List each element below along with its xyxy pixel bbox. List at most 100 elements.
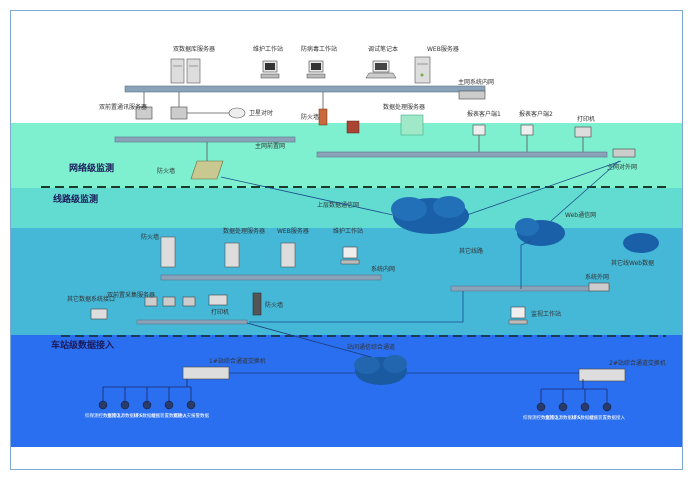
- cloud-web-net-icon: [515, 218, 565, 246]
- label-other-lines: 其它线路: [459, 247, 483, 255]
- link-cloud-to-line: [246, 322, 372, 358]
- label-main-switch: 主网前置网: [255, 142, 285, 150]
- label-line-web-server: WEB服务器: [277, 227, 309, 235]
- web-server-icon: [414, 56, 431, 84]
- zone-line-bg: [11, 188, 682, 228]
- data-proc-top-icon: [346, 114, 424, 136]
- zone-station-bg: [11, 335, 682, 447]
- defense-ws-icon: [306, 60, 326, 79]
- line-firewall-left-icon: [160, 236, 176, 268]
- station-2-bus: [541, 379, 607, 390]
- station-2-device-label: 综保测控数据接入: [523, 414, 559, 421]
- label-switch-2: 2#站综合通道交换机: [609, 359, 666, 367]
- station-1-device-label: 综保测控数据接入: [85, 412, 121, 419]
- label-line-data-proc: 数据处理服务器: [223, 227, 265, 235]
- link-extranet-to-web: [520, 240, 532, 289]
- label-web-server-top: WEB服务器: [427, 45, 459, 53]
- label-line-printer: 打印机: [211, 308, 229, 316]
- label-inter-net: 站间通信综合通道: [347, 343, 395, 351]
- station-2-device-label: UPS数据接入: [572, 414, 599, 421]
- label-data-proc-top: 数据处理服务器: [383, 103, 425, 111]
- label-printer-top: 打印机: [577, 115, 595, 123]
- station-2-device-label: 站控装置数据接入: [589, 414, 625, 421]
- label-test-laptop: 调试笔记本: [368, 45, 398, 53]
- line-intranet-bus: [160, 274, 382, 281]
- label-other-web: 其它线Web数据: [611, 259, 654, 267]
- main-front-bus: [114, 136, 296, 143]
- station-1-device-icon: [120, 400, 130, 410]
- network-diagram: 网络级监测 线路级监测 车站级数据接入 双数据库服务器 维护工作站 防病毒工作站…: [11, 45, 682, 447]
- label-comm-server: 双前置通讯服务器: [99, 103, 147, 111]
- extranet-switch-icon: [612, 148, 636, 158]
- zone-line-lower-bg: [11, 228, 682, 335]
- label-firewall-top: 防火墙: [301, 113, 319, 121]
- station-1-device-icon: [164, 400, 174, 410]
- comm-server-icon: [135, 92, 188, 120]
- station-1-device-label: UPS数据接入: [134, 412, 161, 419]
- label-time-sync: 卫星对时: [249, 109, 273, 117]
- label-other-iface: 其它数据系统接口: [67, 295, 115, 303]
- station-2-device-label: 直流电源数据接入: [545, 414, 581, 421]
- line-firewall-mid-icon: [252, 292, 262, 316]
- label-upper-net: 上层数据通信网: [317, 201, 359, 209]
- station-1-device-icon: [186, 400, 196, 410]
- maint-ws-icon: [260, 60, 280, 79]
- station-1-device-icon: [142, 400, 152, 410]
- line-maint-ws-icon: [340, 246, 360, 265]
- label-web-net: Web通信网: [565, 211, 596, 219]
- monitor-ws-icon: [508, 306, 528, 325]
- station-2-device-icon: [536, 402, 546, 412]
- zone-title-line: 线路级监测: [53, 193, 98, 205]
- station-1-device-label: 消防火灾报警数据: [173, 412, 209, 419]
- link-web-to-extranet: [550, 160, 620, 222]
- laptop-icon: [365, 60, 397, 79]
- label-line-maint-ws: 维护工作站: [333, 227, 363, 235]
- station-1-device-label: 直流电源数据接入: [107, 412, 143, 419]
- label-client-b: 报表客户端2: [519, 110, 553, 118]
- line-data-proc-icon: [224, 242, 240, 268]
- satellite-icon: [187, 107, 246, 119]
- label-sys-extranet: 系统外网: [585, 273, 609, 281]
- other-iface-icon: [90, 308, 108, 320]
- network-bus: [316, 151, 608, 158]
- label-defense-ws: 防病毒工作站: [301, 45, 337, 53]
- label-client-a: 报表客户端1: [467, 110, 501, 118]
- diagram-frame: 网络级监测 线路级监测 车站级数据接入 双数据库服务器 维护工作站 防病毒工作站…: [10, 10, 683, 470]
- link-upper-to-main: [220, 176, 394, 216]
- label-main-extranet: 主网对外网: [607, 163, 637, 171]
- label-sys-intranet: 系统内网: [371, 265, 395, 273]
- station-2-device-icon: [580, 402, 590, 412]
- label-firewall-net: 防火墙: [157, 167, 175, 175]
- firewall-net-icon: [190, 142, 224, 180]
- cloud-inter-station-icon: [354, 355, 407, 385]
- cloud-upper-net-icon: [391, 196, 469, 234]
- zone-title-network: 网络级监测: [69, 162, 114, 174]
- station-2-device-icon: [558, 402, 568, 412]
- station-switch-1-icon: [182, 366, 230, 380]
- station-1-device-icon: [98, 400, 108, 410]
- station-1-device-label: 站控装置数据接入: [151, 412, 187, 419]
- label-dual-front: 双前置采集服务器: [107, 291, 155, 299]
- cloud-other-web-icon: [623, 233, 659, 253]
- sys-extranet-switch-icon: [588, 282, 610, 292]
- printer-top-icon: [574, 126, 592, 153]
- link-upper-to-extranet: [466, 160, 622, 216]
- label-maint-ws-top: 维护工作站: [253, 45, 283, 53]
- station-switch-2-icon: [578, 368, 626, 382]
- dual-front-icon: [144, 296, 196, 307]
- label-firewall-mid: 防火墙: [265, 301, 283, 309]
- line-web-server-icon: [280, 242, 296, 268]
- label-monitor-ws: 监视工作站: [531, 310, 561, 318]
- label-firewall-left: 防火墙: [141, 233, 159, 241]
- report-client-icon: [472, 124, 534, 153]
- zone-title-station: 车站级数据接入: [51, 339, 114, 351]
- label-switch-1: 1#站综合通道交换机: [209, 357, 266, 365]
- db-server-icon: [170, 58, 201, 84]
- label-main-intranet: 主网系统内网: [458, 78, 494, 86]
- line-collect-bus: [136, 319, 248, 325]
- link-station-to-extranet: [249, 291, 464, 323]
- firewall-top-icon: [318, 92, 328, 126]
- main-bus: [124, 85, 486, 93]
